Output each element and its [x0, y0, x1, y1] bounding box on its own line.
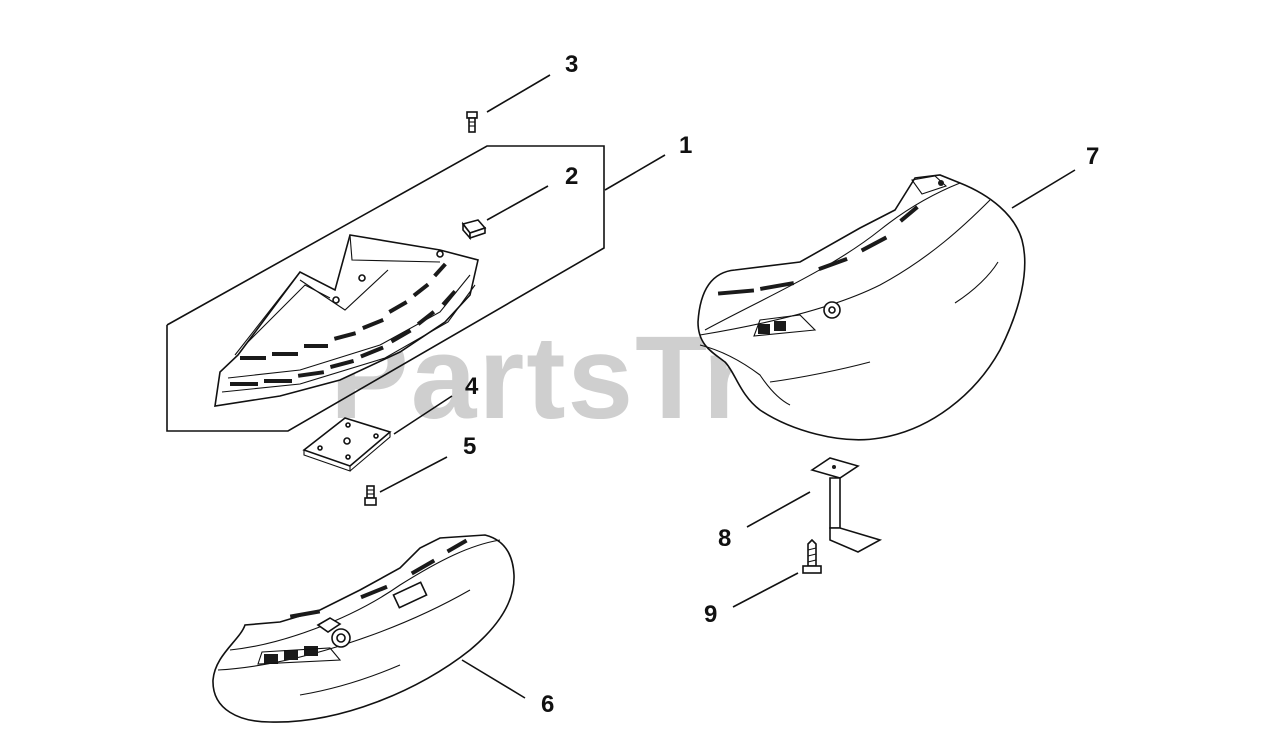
part-9-screw	[802, 538, 822, 574]
callout-8: 8	[718, 525, 731, 552]
callout-3: 3	[565, 51, 578, 78]
part-3-screw	[466, 111, 478, 133]
leader-4	[393, 395, 453, 435]
leader-lines	[379, 74, 1076, 699]
leader-6	[461, 659, 526, 699]
leader-7	[1011, 169, 1076, 209]
callout-5: 5	[463, 433, 476, 460]
part-5-screw	[364, 485, 377, 506]
leader-1	[604, 154, 666, 191]
part-8-bracket	[810, 457, 883, 553]
callout-4: 4	[465, 373, 479, 400]
leader-2	[486, 185, 549, 221]
leader-9	[732, 572, 799, 608]
callout-1: 1	[679, 132, 692, 159]
callout-7: 7	[1086, 143, 1099, 170]
part-6-shield	[212, 534, 515, 723]
part-1-assembly-outline	[166, 145, 605, 432]
part-2-nut	[461, 219, 487, 241]
part-1-guard	[214, 234, 479, 407]
callout-numbers: 3 1 2 4 5 6 7 8 9	[463, 51, 1099, 718]
callout-6: 6	[541, 691, 554, 718]
leader-5	[379, 456, 448, 493]
part-7-shield	[697, 174, 1026, 441]
callout-2: 2	[565, 163, 578, 190]
callout-9: 9	[704, 601, 717, 628]
leader-8	[746, 491, 811, 528]
part-4-plate	[302, 417, 392, 472]
leader-3	[486, 74, 551, 113]
